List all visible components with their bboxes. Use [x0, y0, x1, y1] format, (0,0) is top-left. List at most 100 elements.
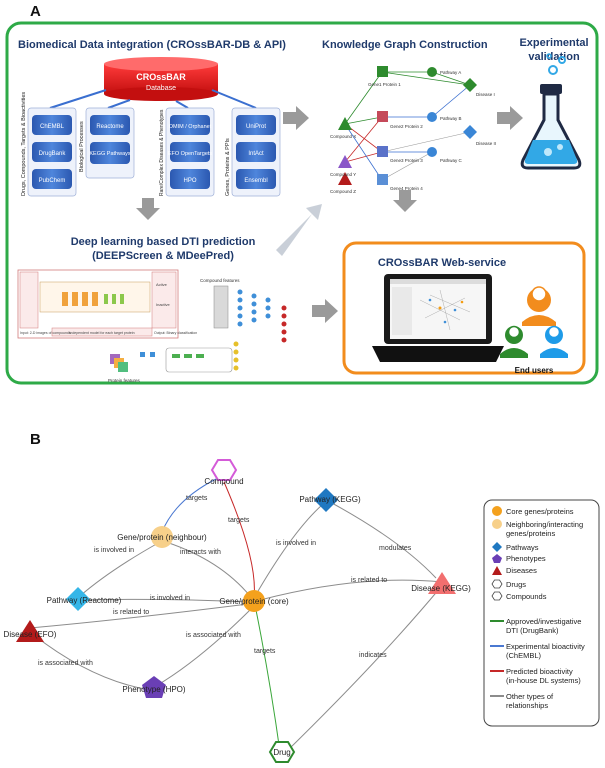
dl-label: Protein features: [108, 378, 141, 383]
source-item: ChEMBL: [40, 124, 65, 130]
dl-label: Output: Binary classification: [154, 331, 197, 335]
legend-drug-icon: [491, 579, 503, 589]
edge-label: targets: [254, 648, 276, 655]
panel-b-label: B: [30, 431, 41, 448]
legend-label: Pathways: [506, 543, 539, 552]
database-name: CROssBAR: [136, 72, 186, 82]
source-group-label: Rare/Complex Diseases & Phenotypes: [159, 109, 165, 196]
edge-drug-core: [255, 609, 281, 753]
disease-kegg-triangle-icon: [428, 572, 456, 594]
edge-label: interacts with: [180, 549, 221, 556]
source-item: IntAct: [248, 151, 264, 157]
node-label-disease-efo: Disease (EFO): [4, 630, 57, 639]
edge-core-efo: [29, 603, 249, 629]
edge-core-reactome: [81, 598, 251, 603]
source-item: EFO OpenTargets: [168, 151, 213, 157]
end-users-label: End users: [515, 366, 554, 375]
kg-label: Pathway A: [440, 70, 461, 75]
node-label-pathway-kegg: Pathway (KEGG): [299, 495, 361, 504]
edge-label: is associated with: [38, 660, 93, 667]
legend-neighbour-icon: [492, 519, 502, 529]
kg-label: Disease I: [476, 92, 495, 97]
legend-pathway-icon: [492, 542, 502, 552]
dl-label: Inactive: [156, 302, 171, 307]
source-item: HPO: [183, 178, 196, 184]
kg-label: Gene2 Protein 2: [390, 124, 423, 129]
disease-efo-triangle-icon: [16, 620, 44, 642]
legend-label: Compounds: [506, 592, 547, 601]
mdeepred-diagram: Compound features Protein features: [108, 278, 287, 383]
flow-arrows: [136, 106, 523, 323]
graph-edges: [29, 478, 443, 753]
edge-label: is involved in: [94, 547, 134, 554]
web-service-title: CROssBAR Web-service: [378, 257, 506, 269]
source-item: OMIM / Orphanet: [169, 124, 212, 130]
edge-label: targets: [186, 495, 208, 502]
integration-title: Biomedical Data integration (CROssBAR-DB…: [18, 39, 286, 51]
legend-label: DTI (DrugBank): [506, 626, 559, 635]
legend-label: (in-house DL systems): [506, 676, 581, 685]
legend-phenotype-icon: [492, 554, 502, 563]
legend-label: Other types of: [506, 692, 554, 701]
laptop-icon: [372, 274, 504, 362]
edge-label: indicates: [359, 652, 387, 659]
graph-nodes: Compound Gene/protein (neighbour) Pathwa…: [4, 459, 471, 763]
legend-label: Experimental bioactivity: [506, 642, 585, 651]
dl-label: Input: 2-D images of compounds: [20, 331, 71, 335]
flask-icon: [520, 53, 582, 170]
compound-hexagon-icon: [210, 459, 238, 481]
pathway-reactome-diamond-icon: [66, 587, 90, 611]
crossbar-database: CROssBAR Database: [104, 57, 218, 101]
legend: Core genes/proteins Neighboring/interact…: [483, 499, 600, 727]
source-item: DrugBank: [39, 151, 67, 157]
node-label-pathway-reactome: Pathway (Reactome): [47, 596, 122, 605]
kg-label: Compound X: [330, 134, 356, 139]
source-group-genes: Genes, Proteins & PPIs UniProt IntAct En…: [225, 107, 281, 197]
edge-label: targets: [228, 517, 250, 524]
node-label-phenotype: Phenotype (HPO): [122, 685, 185, 694]
kg-label: Pathway B: [440, 116, 462, 121]
edge-label: is involved in: [276, 540, 316, 547]
node-label-disease-kegg: Disease (KEGG): [411, 584, 471, 593]
kg-label: Gene3 Protein 3: [390, 158, 423, 163]
edge-label: is involved in: [150, 595, 190, 602]
core-gene-circle-icon: [243, 590, 265, 612]
edge-label: is related to: [113, 609, 149, 616]
source-item: Reactome: [96, 124, 124, 130]
legend-frame: [483, 499, 600, 727]
kg-label: Compound Y: [330, 172, 356, 177]
edge-label: is related to: [351, 577, 387, 584]
legend-core-icon: [492, 506, 502, 516]
source-group-processes: Biological Processes Reactome KEGG Pathw…: [79, 107, 135, 179]
edge-kegg-disease: [329, 501, 437, 579]
database-subtitle: Database: [146, 85, 176, 92]
source-group-label: Biological Processes: [79, 121, 85, 172]
edge-drug-disease: [285, 587, 441, 753]
experimental-title-line2: validation: [528, 51, 580, 63]
kg-label: Compound Z: [330, 189, 356, 194]
kg-label: Pathway C: [440, 158, 463, 163]
dl-label: Independent model for each target protei…: [69, 331, 134, 335]
kg-label: Gene1 Protein 1: [368, 82, 401, 87]
legend-label: (ChEMBL): [506, 651, 542, 660]
legend-label: Neighboring/interacting: [506, 520, 583, 529]
legend-label: relationships: [506, 701, 548, 710]
edge-label: is associated with: [186, 632, 241, 639]
source-group-label: Genes, Proteins & PPIs: [225, 138, 231, 196]
drug-hexagon-icon: [268, 741, 296, 763]
mini-knowledge-graph: Compound X Compound Y Compound Z Gene1 P…: [330, 66, 496, 194]
panel-a-label: A: [30, 3, 41, 20]
node-label-drug: Drug: [273, 748, 290, 757]
edge-compound-core: [223, 481, 255, 599]
node-label-core: Gene/protein (core): [219, 597, 289, 606]
end-users-icon: [500, 286, 568, 358]
edge-compound-neighbour: [161, 478, 217, 533]
legend-compound-icon: [491, 591, 503, 601]
node-label-compound: Compound: [204, 477, 243, 486]
source-group-label: Drugs, Compounds, Targets & Bioactivitie…: [21, 92, 27, 196]
edge-core-kegg: [253, 504, 323, 599]
legend-label: Predicted bioactivity: [506, 667, 573, 676]
neighbour-gene-circle-icon: [151, 526, 173, 548]
phenotype-pentagon-icon: [142, 676, 166, 698]
